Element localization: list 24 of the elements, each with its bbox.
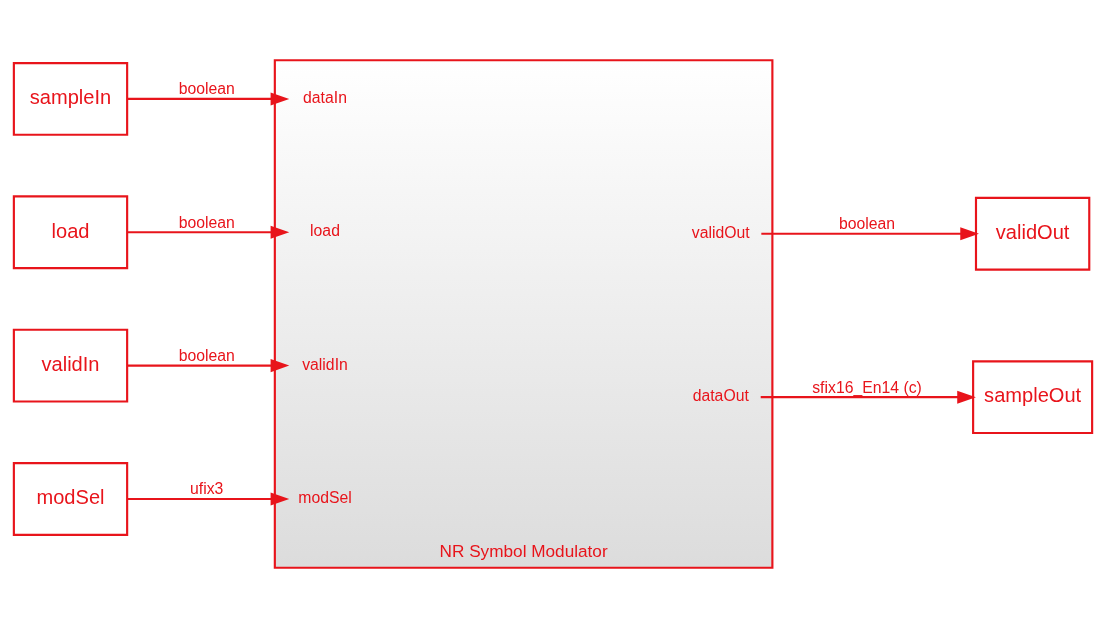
edge-label: sfix16_En14 (c)	[812, 378, 922, 396]
node-box: validIn	[12, 328, 129, 403]
node-box: modSel	[12, 462, 129, 536]
node-text: validIn	[302, 355, 348, 373]
arrow	[127, 492, 290, 506]
node-text: validOut	[691, 223, 750, 241]
node-box: sampleIn	[12, 62, 129, 136]
node-text: dataOut	[692, 387, 749, 405]
arrow	[127, 359, 290, 373]
arrow	[127, 225, 290, 239]
node-text: load	[310, 222, 340, 240]
node-box: validOut	[974, 196, 1091, 271]
node-box: load	[12, 195, 129, 270]
node-box: sampleOut	[972, 360, 1094, 435]
node-text: modSel	[298, 488, 352, 506]
edge-label: boolean	[178, 213, 235, 231]
arrow	[761, 227, 979, 241]
edge-label: ufix3	[190, 480, 224, 498]
edge-label: boolean	[178, 80, 235, 98]
edge-label: boolean	[178, 347, 235, 365]
arrow	[760, 390, 976, 404]
edge-label: boolean	[838, 215, 896, 233]
arrow	[127, 92, 290, 106]
node-text: dataIn	[303, 88, 347, 106]
